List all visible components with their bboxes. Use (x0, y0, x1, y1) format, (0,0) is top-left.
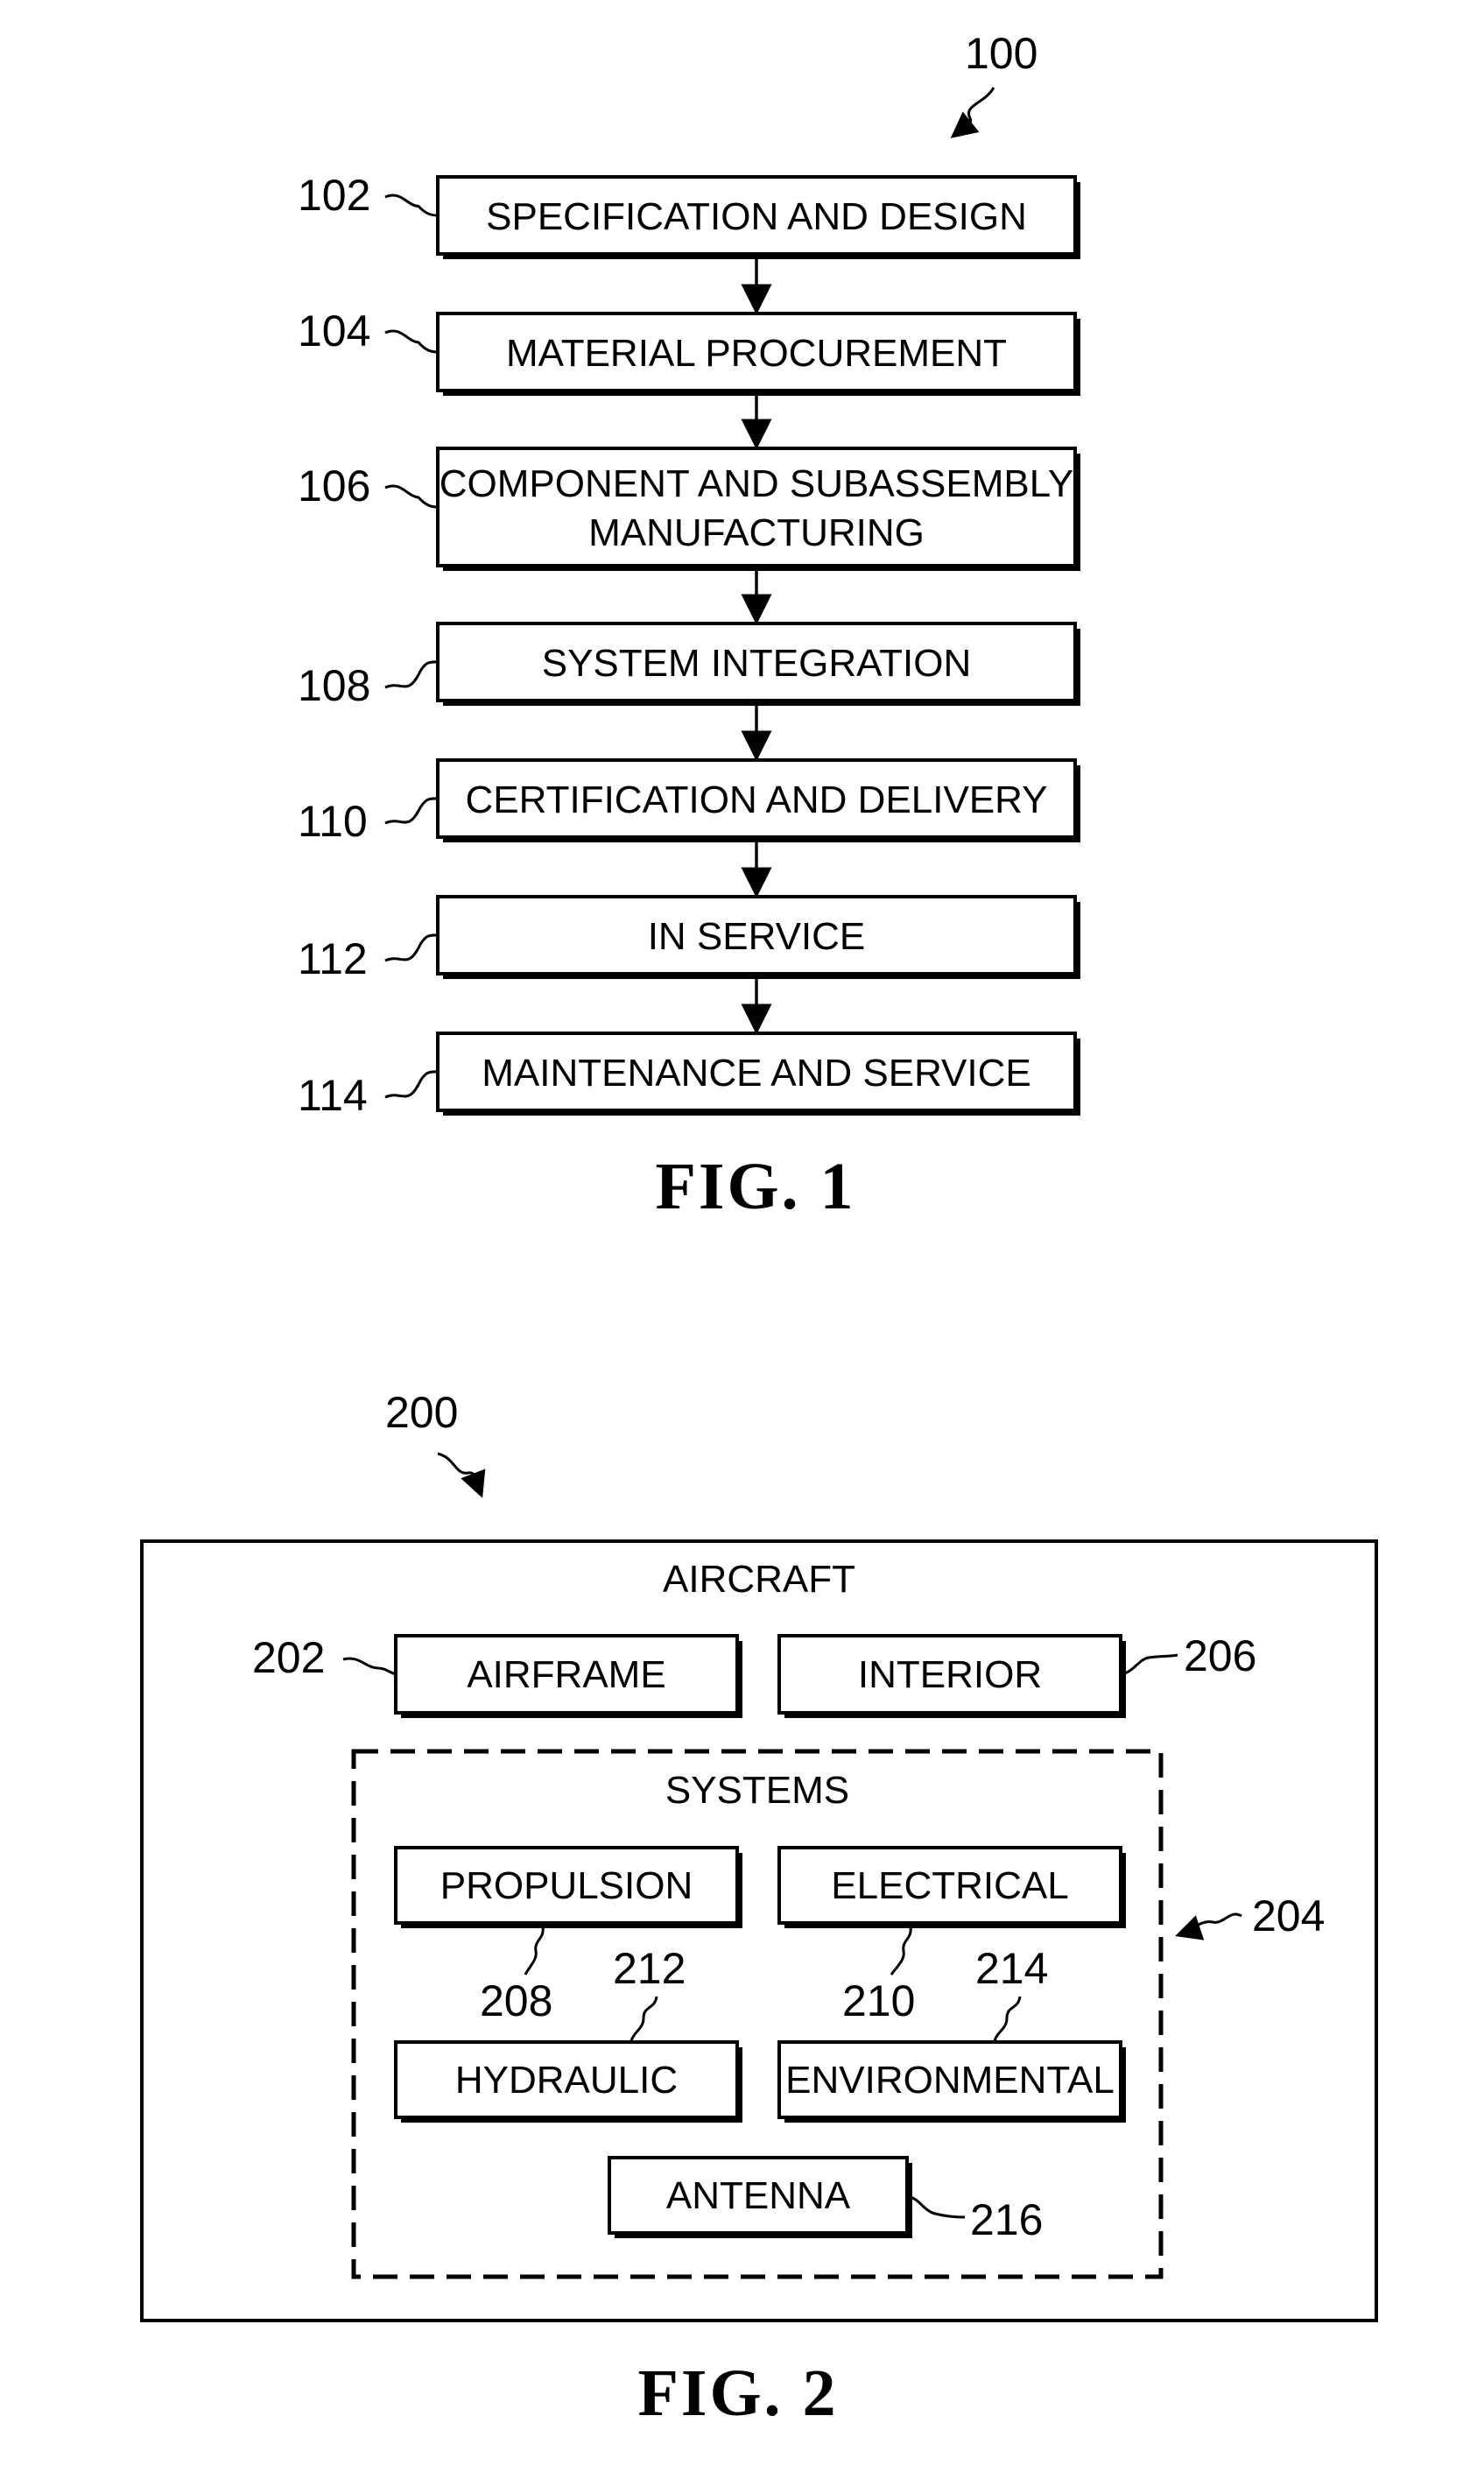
flowchart: SPECIFICATION AND DESIGN 102MATERIAL PROC… (298, 171, 1080, 1120)
environmental-box: ENVIRONMENTAL (779, 2042, 1126, 2123)
interior-box: INTERIOR (779, 1636, 1126, 1718)
fig2-caption: FIG. 2 (637, 2356, 838, 2430)
flow-step-label: COMPONENT AND SUBASSEMBLY (440, 462, 1074, 505)
hydraulic-box: HYDRAULIC (396, 2042, 742, 2123)
flow-step-leader (385, 1072, 438, 1097)
electrical-leader (891, 1926, 911, 1975)
antenna-ref: 216 (970, 2195, 1043, 2244)
fig1-caption: FIG. 1 (655, 1150, 855, 1223)
flow-step-110: CERTIFICATION AND DELIVERY 110 (298, 760, 1080, 846)
airframe-leader (343, 1659, 396, 1674)
flow-step-label: MANUFACTURING (588, 511, 925, 554)
systems-ref-arrow (1178, 1914, 1241, 1935)
antenna-label: ANTENNA (666, 2174, 851, 2217)
flow-step-104: MATERIAL PROCUREMENT 104 (298, 306, 1080, 396)
flow-step-label: SPECIFICATION AND DESIGN (486, 195, 1027, 238)
systems-label: SYSTEMS (665, 1769, 849, 1812)
fig1-ref-label: 100 (965, 29, 1037, 78)
electrical-label: ELECTRICAL (831, 1864, 1068, 1907)
antenna-box: ANTENNA (609, 2158, 912, 2238)
electrical-box: ELECTRICAL (779, 1848, 1126, 1928)
flow-step-ref: 112 (298, 934, 368, 983)
fig1-ref-arrow (953, 88, 994, 137)
hydraulic-leader (630, 1997, 657, 2045)
flow-step-112: IN SERVICE 112 (298, 897, 1080, 983)
airframe-label: AIRFRAME (467, 1653, 665, 1696)
fig2-ref-label: 200 (385, 1388, 458, 1437)
airframe-box: AIRFRAME (396, 1636, 742, 1718)
flow-step-ref: 108 (298, 661, 370, 710)
flow-step-label: IN SERVICE (648, 915, 866, 958)
flow-step-leader (385, 195, 438, 215)
flow-step-114: MAINTENANCE AND SERVICE 114 (298, 1033, 1080, 1120)
systems-ref: 204 (1252, 1891, 1325, 1940)
propulsion-leader (525, 1926, 543, 1975)
flow-step-ref: 104 (298, 306, 370, 356)
propulsion-label: PROPULSION (440, 1864, 693, 1907)
flow-step-leader (385, 662, 438, 687)
flow-step-ref: 110 (298, 797, 368, 846)
flow-step-label: MAINTENANCE AND SERVICE (482, 1052, 1031, 1095)
aircraft-label: AIRCRAFT (663, 1558, 855, 1601)
figure-2: 200 AIRCRAFT AIRFRAME 202 INTERIOR 206 S… (142, 1388, 1376, 2430)
flow-step-106: COMPONENT AND SUBASSEMBLY MANUFACTURING 10… (298, 448, 1080, 571)
electrical-ref: 210 (842, 1976, 915, 2025)
hydraulic-label: HYDRAULIC (455, 2059, 678, 2102)
flow-step-leader (385, 486, 438, 507)
flow-step-ref: 114 (298, 1071, 368, 1120)
propulsion-ref: 208 (480, 1976, 552, 2025)
airframe-ref: 202 (252, 1633, 325, 1682)
environmental-label: ENVIRONMENTAL (785, 2059, 1115, 2102)
interior-leader (1121, 1655, 1178, 1674)
flow-step-label: SYSTEM INTEGRATION (542, 642, 972, 685)
flow-step-ref: 106 (298, 461, 370, 511)
flow-step-label: CERTIFICATION AND DELIVERY (465, 778, 1047, 821)
flow-step-ref: 102 (298, 171, 370, 220)
flow-step-leader (385, 935, 438, 961)
hydraulic-ref: 212 (613, 1944, 686, 1993)
flow-step-leader (385, 799, 438, 823)
propulsion-box: PROPULSION (396, 1848, 742, 1928)
interior-ref: 206 (1184, 1631, 1256, 1680)
antenna-leader (907, 2196, 965, 2217)
flow-step-108: SYSTEM INTEGRATION 108 (298, 623, 1080, 710)
flow-step-label: MATERIAL PROCUREMENT (506, 332, 1007, 375)
flow-step-leader (385, 331, 438, 352)
interior-label: INTERIOR (858, 1653, 1042, 1696)
fig2-ref-arrow (438, 1454, 482, 1496)
environmental-leader (994, 1997, 1020, 2045)
environmental-ref: 214 (975, 1944, 1048, 1993)
figure-1: 100 SPECIFICATION AND DESIGN 102MATERIAL … (298, 29, 1080, 1223)
flow-step-102: SPECIFICATION AND DESIGN 102 (298, 171, 1080, 259)
